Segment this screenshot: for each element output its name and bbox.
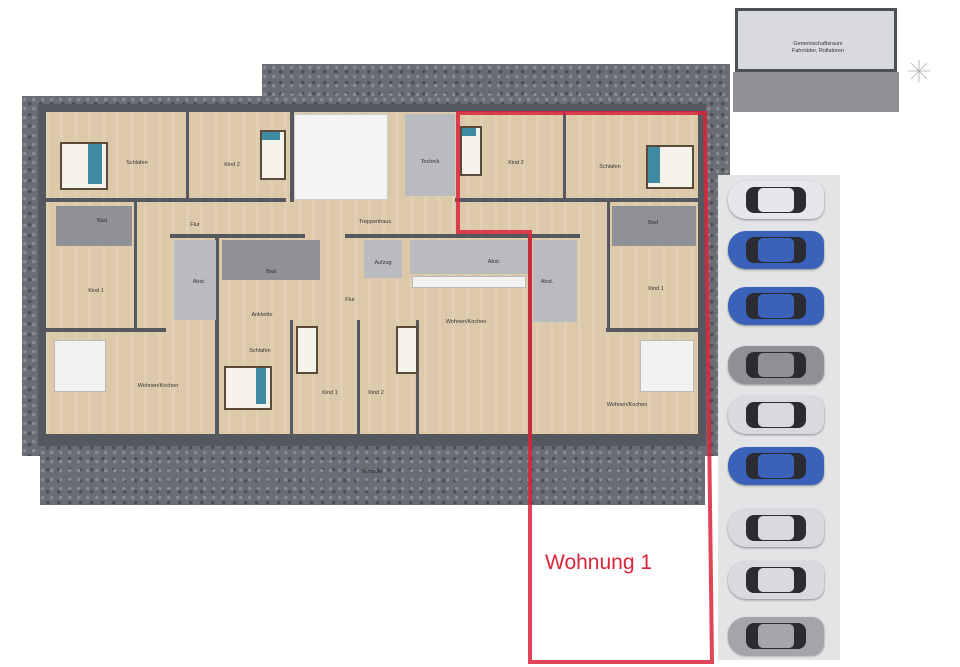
room-label: Wohnen/Kochen: [137, 383, 179, 389]
car-icon: [728, 561, 824, 599]
room-label: Kind 2: [224, 162, 240, 168]
wall: [215, 236, 219, 434]
bathroom-right: [612, 206, 696, 246]
common-room-label-1: Gemeinschaftsraum: [793, 41, 843, 47]
bed-icon: [60, 142, 108, 190]
car-roof: [758, 516, 794, 540]
bed-icon: [396, 326, 418, 374]
bed-icon: [296, 326, 318, 374]
room-label: Schlafen: [249, 348, 271, 354]
car-icon: [728, 396, 824, 434]
garage-gravel: [733, 72, 899, 112]
bed-icon: [646, 145, 694, 189]
bed-icon: [224, 366, 272, 410]
wall: [606, 328, 698, 332]
wall: [345, 234, 580, 238]
wall: [186, 112, 189, 200]
wall: [170, 234, 305, 238]
common-room: [735, 8, 897, 72]
sofa-icon: [54, 340, 106, 392]
room-label: Ankleide: [251, 312, 273, 318]
room-label: Bad: [97, 218, 107, 224]
car-roof: [758, 188, 794, 212]
room-label: Bad: [648, 220, 658, 226]
common-room-label-2: Fahrräder, Rollatoren: [792, 48, 844, 54]
car-roof: [758, 403, 794, 427]
technik-room: [405, 114, 455, 196]
wall: [290, 112, 294, 202]
bathroom-left: [56, 206, 132, 246]
room-label: Kind 1: [322, 390, 338, 396]
wall: [134, 200, 137, 330]
room-label: Flur: [345, 297, 355, 303]
room-label: Schlafen: [599, 164, 621, 170]
wall: [46, 328, 166, 332]
storage-left: [174, 240, 216, 320]
car-roof: [758, 454, 794, 478]
wall: [290, 320, 293, 434]
wall: [563, 112, 566, 200]
room-label: Abst.: [540, 279, 554, 285]
room-label: Abst.: [192, 279, 206, 285]
car-icon: [728, 617, 824, 655]
room-label: Kind 1: [88, 288, 104, 294]
car-roof: [758, 238, 794, 262]
bed-icon: [460, 126, 482, 176]
car-roof: [758, 353, 794, 377]
car-icon: [728, 231, 824, 269]
unit-label: Wohnung 1: [545, 551, 653, 574]
room-label: Schlafen: [126, 160, 148, 166]
room-label: Wohnen/Kochen: [445, 319, 487, 325]
car-roof: [758, 624, 794, 648]
room-label: Wohnen/Kochen: [606, 402, 648, 408]
wall: [607, 200, 610, 330]
wall: [455, 198, 698, 202]
room-label: Flur: [190, 222, 200, 228]
room-label: Kind 1: [648, 286, 664, 292]
car-roof: [758, 568, 794, 592]
compass-icon: [908, 60, 930, 82]
room-label: Kind 2: [368, 390, 384, 396]
car-icon: [728, 509, 824, 547]
car-icon: [728, 287, 824, 325]
car-icon: [728, 181, 824, 219]
wall: [46, 198, 286, 202]
elevator: [364, 240, 402, 278]
room-label: Aufzug: [374, 260, 392, 266]
room-label: Abst.: [487, 259, 501, 265]
wall: [416, 320, 419, 434]
terrace-area: [40, 440, 705, 505]
car-icon: [728, 447, 824, 485]
room-label: Bad: [266, 269, 276, 275]
wall: [357, 320, 360, 434]
storage-right: [533, 240, 577, 322]
room-label: Technik: [420, 159, 440, 165]
terrace-label: Terrasse: [361, 469, 383, 475]
room-label: Kind 2: [508, 160, 524, 166]
sofa-icon: [640, 340, 694, 392]
staircase: [294, 114, 388, 200]
kitchen-counter: [412, 276, 526, 288]
car-icon: [728, 346, 824, 384]
room-label: Treppenhaus: [358, 219, 392, 225]
bed-icon: [260, 130, 286, 180]
storage-center: [410, 240, 528, 274]
car-roof: [758, 294, 794, 318]
bathroom-center: [222, 240, 320, 280]
